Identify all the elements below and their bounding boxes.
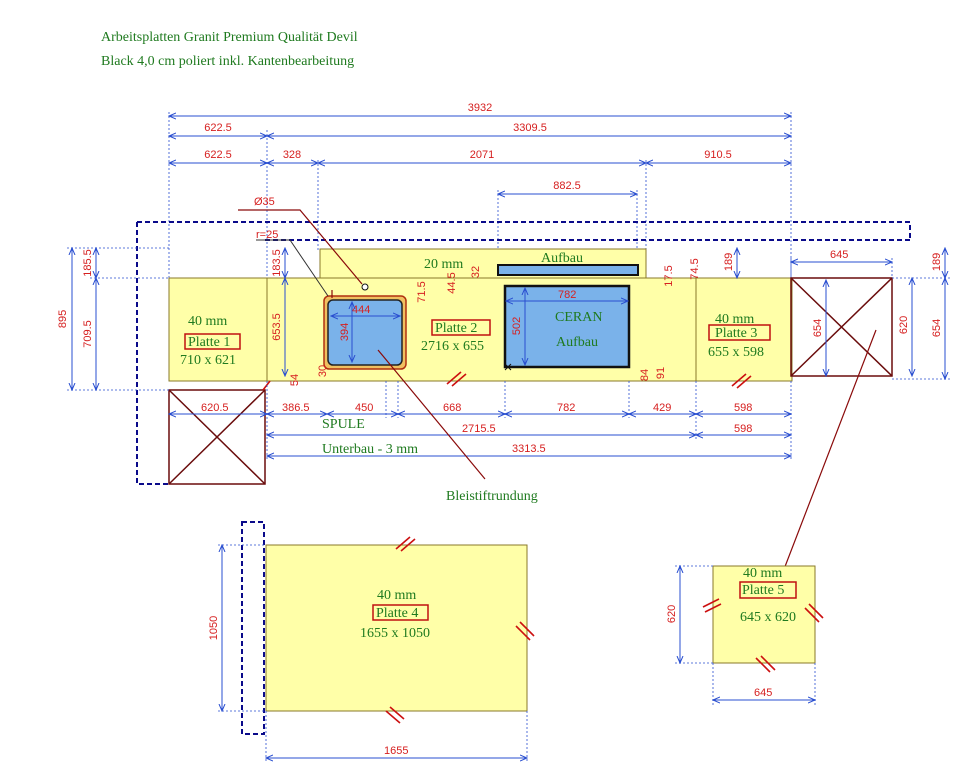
dim-71-5: 71.5 bbox=[416, 281, 428, 302]
dim-74-5: 74.5 bbox=[689, 258, 701, 279]
dim-620-plate5: 620 bbox=[666, 605, 678, 623]
dim-54: 54 bbox=[289, 374, 301, 386]
dim-91: 91 bbox=[655, 367, 667, 379]
dim-782-top: 782 bbox=[558, 289, 576, 301]
unterbau-label: Unterbau - 3 mm bbox=[322, 442, 418, 457]
plate-1-size: 710 x 621 bbox=[180, 353, 236, 368]
plate-1-name: Platte 1 bbox=[188, 335, 230, 350]
plate-3-name: Platte 3 bbox=[715, 326, 757, 341]
plate-4-size: 1655 x 1050 bbox=[360, 626, 430, 641]
corner-cabinet-left bbox=[168, 389, 266, 485]
dim-620-5: 620.5 bbox=[201, 402, 229, 414]
right-dimensions: 189 645 189 654 620 654 bbox=[723, 248, 950, 379]
plate-4 bbox=[265, 544, 528, 712]
dim-620-a: 620 bbox=[898, 316, 910, 334]
plate-5-size: 645 x 620 bbox=[740, 610, 796, 625]
dim-502: 502 bbox=[511, 317, 523, 335]
dim-653-5: 653.5 bbox=[271, 313, 283, 341]
dim-1655: 1655 bbox=[384, 745, 408, 757]
plate-4-thickness: 40 mm bbox=[377, 588, 416, 603]
dim-645-plate5: 645 bbox=[754, 687, 772, 699]
dim-44-5: 44.5 bbox=[446, 272, 458, 293]
plate-4-backsplash bbox=[241, 521, 265, 735]
dim-1050: 1050 bbox=[208, 616, 220, 640]
dim-429: 429 bbox=[653, 402, 671, 414]
dim-394: 394 bbox=[339, 323, 351, 341]
plate-1 bbox=[168, 277, 268, 382]
plate-5-thickness: 40 mm bbox=[743, 566, 782, 581]
dim-444: 444 bbox=[352, 304, 370, 316]
plate-2-size: 2716 x 655 bbox=[421, 339, 484, 354]
ceran-back-rail bbox=[497, 264, 639, 276]
left-dimensions: 895 185.5 709.5 183.5 653.5 54 30 bbox=[57, 248, 329, 390]
dim-diameter-35: Ø35 bbox=[254, 196, 275, 208]
dim-2071: 2071 bbox=[470, 149, 494, 161]
tap-hole-icon bbox=[361, 283, 369, 291]
dim-r-25: r=25 bbox=[256, 229, 278, 241]
bleistift-label: Bleistiftrundung bbox=[446, 489, 538, 504]
dim-17-5: 17.5 bbox=[663, 265, 675, 286]
corner-cabinet-right bbox=[790, 277, 893, 377]
title-line-1: Arbeitsplatten Granit Premium Qualität D… bbox=[101, 30, 358, 45]
plate-3-size: 655 x 598 bbox=[708, 345, 764, 360]
wall-outline bbox=[136, 221, 911, 485]
dim-2715-5: 2715.5 bbox=[462, 423, 496, 435]
plate-3-thickness: 40 mm bbox=[715, 312, 754, 327]
dim-450: 450 bbox=[355, 402, 373, 414]
bleistift-leader bbox=[377, 349, 486, 480]
title-line-2: Black 4,0 cm poliert inkl. Kantenbearbei… bbox=[101, 54, 354, 69]
dim-622-5-b: 622.5 bbox=[204, 149, 232, 161]
plate-5-leader bbox=[775, 329, 877, 591]
dim-183-5: 183.5 bbox=[271, 249, 283, 277]
dim-598-a: 598 bbox=[734, 402, 752, 414]
plate-5-name: Platte 5 bbox=[742, 583, 784, 598]
ceran-label: CERAN bbox=[555, 310, 602, 325]
dim-3313-5: 3313.5 bbox=[512, 443, 546, 455]
bottom-dimensions: 620.5 386.5 450 668 782 429 598 2715.5 5… bbox=[169, 381, 791, 460]
edge-markers-row bbox=[262, 371, 752, 391]
dim-895: 895 bbox=[57, 310, 69, 328]
spule-label: SPULE bbox=[322, 417, 365, 432]
dim-32: 32 bbox=[470, 266, 482, 278]
dim-910-5: 910.5 bbox=[704, 149, 732, 161]
plate-4-name: Platte 4 bbox=[376, 606, 418, 621]
dim-328: 328 bbox=[283, 149, 301, 161]
dim-654-b: 654 bbox=[931, 319, 943, 337]
aufbau-thickness: 20 mm bbox=[424, 257, 463, 272]
aufbau-label: Aufbau bbox=[541, 251, 583, 266]
ceran-aufbau-label: Aufbau bbox=[556, 335, 598, 350]
top-dimensions: 3932 622.5 3309.5 622.5 328 2071 910.5 8… bbox=[169, 102, 791, 280]
plate-1-thickness: 40 mm bbox=[188, 314, 227, 329]
dim-645-top: 645 bbox=[830, 249, 848, 261]
dim-3932: 3932 bbox=[468, 102, 492, 114]
dim-185-5: 185.5 bbox=[82, 249, 94, 277]
dim-622-5-a: 622.5 bbox=[204, 122, 232, 134]
dim-782-bottom: 782 bbox=[557, 402, 575, 414]
dim-189-b: 189 bbox=[931, 253, 943, 271]
dim-654-a: 654 bbox=[812, 319, 824, 337]
dim-668: 668 bbox=[443, 402, 461, 414]
plate-2-name: Platte 2 bbox=[435, 321, 477, 336]
dim-709-5: 709.5 bbox=[82, 320, 94, 348]
dim-84: 84 bbox=[639, 369, 651, 381]
plate-3 bbox=[695, 277, 793, 382]
dim-3309-5: 3309.5 bbox=[513, 122, 547, 134]
dim-598-b: 598 bbox=[734, 423, 752, 435]
dim-189-a: 189 bbox=[723, 253, 735, 271]
dim-386-5: 386.5 bbox=[282, 402, 310, 414]
dim-30: 30 bbox=[317, 365, 329, 377]
dim-882-5: 882.5 bbox=[553, 180, 581, 192]
